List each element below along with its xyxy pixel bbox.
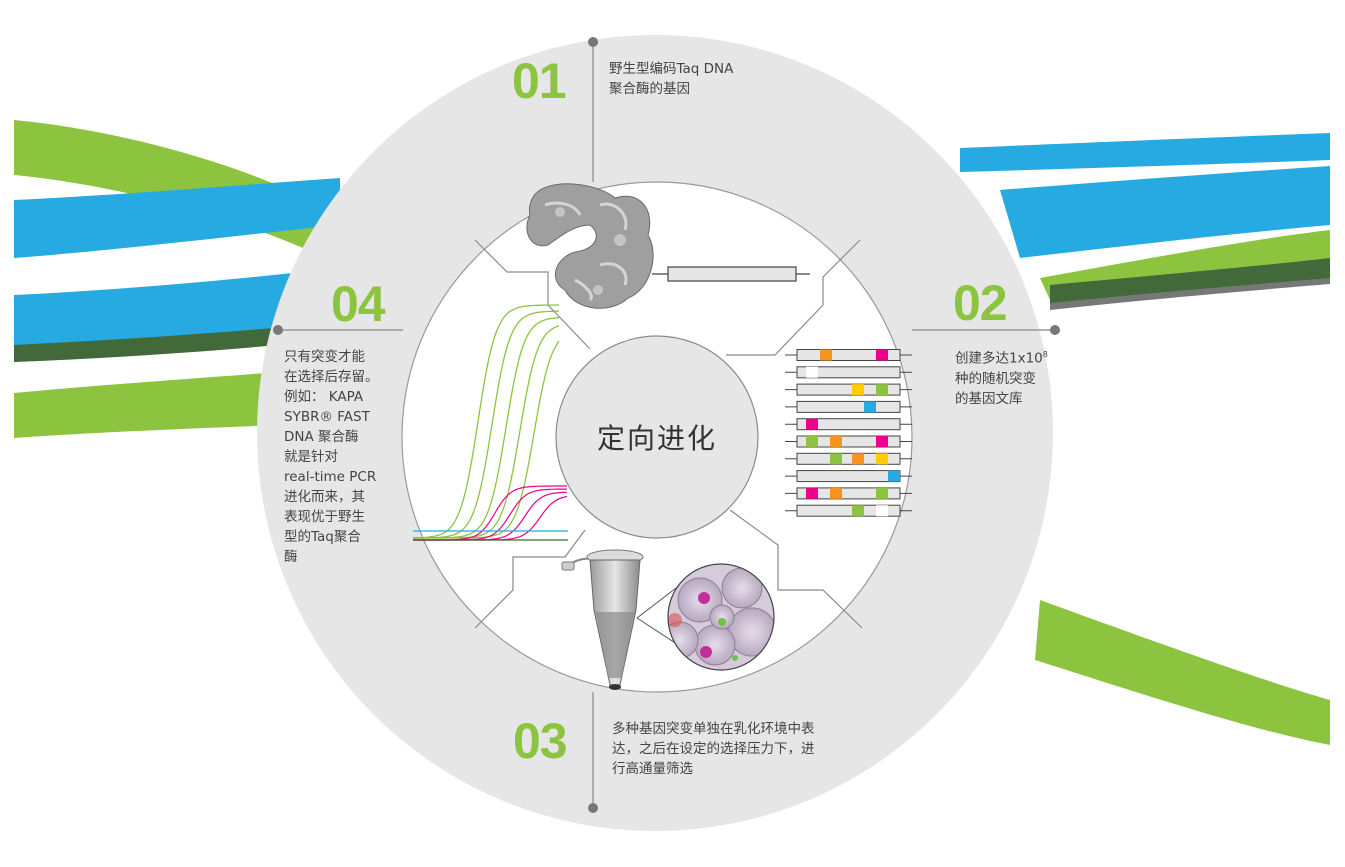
mutation-mark <box>876 384 888 396</box>
mutation-mark <box>876 436 888 447</box>
mutation-mark <box>864 401 876 413</box>
mutation-mark <box>830 487 842 499</box>
library-gene-bar <box>796 487 901 500</box>
mutation-mark <box>876 487 888 499</box>
ribbon-right-dark <box>1050 258 1330 305</box>
library-gene-bar <box>796 504 901 517</box>
step-02-text-main: 创建多达1x10 <box>955 350 1043 367</box>
step-03-number: 03 <box>513 713 568 769</box>
library-gene-bar <box>796 400 901 413</box>
mutation-mark <box>852 384 864 396</box>
mutation-mark <box>806 418 818 430</box>
step-02-text: 创建多达1x108 种的随机突变 的基因文库 <box>955 345 1048 409</box>
mutation-library-icon <box>785 349 912 517</box>
mutation-mark <box>852 453 864 465</box>
ribbon-left-green-lower <box>14 372 280 438</box>
mutation-mark <box>876 505 888 517</box>
mutation-mark <box>830 436 842 447</box>
pcr-amplification-curves-icon <box>413 304 568 541</box>
library-gene-bar <box>796 383 901 396</box>
library-gene-bar <box>796 366 901 379</box>
ribbon-left-blue <box>14 178 340 258</box>
mutation-mark <box>830 453 842 465</box>
background-ribbons <box>14 120 1330 745</box>
mutation-mark <box>806 366 818 378</box>
step-02-number: 02 <box>953 275 1008 331</box>
mutation-mark <box>876 349 888 361</box>
mutation-mark <box>806 487 818 499</box>
gene-bar-icon <box>652 266 810 282</box>
step-01-text: 野生型编码Taq DNA 聚合酶的基因 <box>609 61 734 97</box>
mutation-mark <box>806 436 818 447</box>
ribbon-left-dark <box>14 325 310 362</box>
library-gene-bar <box>796 452 901 465</box>
center-circle <box>555 335 759 539</box>
mutation-mark <box>852 505 864 517</box>
connector-lines <box>273 37 1060 813</box>
mutation-mark <box>876 453 888 465</box>
library-gene-bar <box>796 435 901 448</box>
ribbon-right-blue-2 <box>1000 166 1330 258</box>
step-04-text: 只有突变才能 在选择后存留。 例如： KAPA SYBR® FAST DNA 聚… <box>284 349 379 565</box>
step-01-number: 01 <box>512 53 567 109</box>
ribbon-right-gray <box>1050 278 1330 310</box>
library-gene-bar <box>796 349 901 361</box>
amplification-curve <box>413 304 559 539</box>
mutation-mark <box>888 470 900 482</box>
ribbon-right-blue <box>960 133 1330 172</box>
step-04-number: 04 <box>331 276 386 332</box>
segment-dividers <box>474 239 863 629</box>
mutation-mark <box>820 349 832 361</box>
library-gene-bar <box>796 418 901 431</box>
step-02-text-rest: 种的随机突变 的基因文库 <box>955 370 1036 407</box>
protein-structure-icon <box>526 183 654 309</box>
step-03-text: 多种基因突变单独在乳化环境中表 达，之后在设定的选择压力下，进 行高通量筛选 <box>612 721 815 777</box>
library-gene-bar <box>796 470 901 483</box>
emulsion-droplets-icon <box>667 563 775 671</box>
step-02-text-exponent: 8 <box>1042 350 1048 359</box>
center-title: 定向进化 <box>596 422 717 455</box>
microcentrifuge-tube-icon <box>561 549 644 690</box>
ribbon-right-green-lower <box>1035 600 1330 745</box>
